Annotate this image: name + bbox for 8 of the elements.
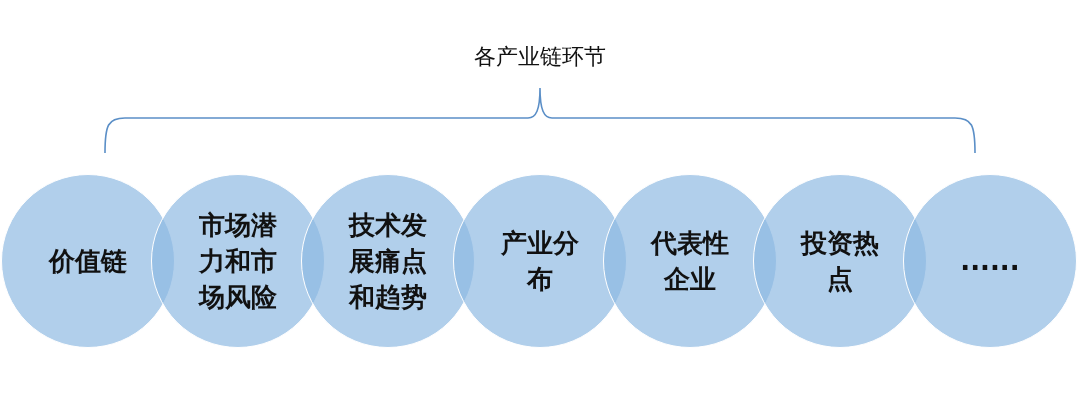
stage-label: 市场潜力和市场风险: [197, 209, 278, 314]
stage-label: 技术发展痛点和趋势: [347, 209, 428, 314]
stage-label: 产业分布: [500, 227, 580, 296]
stage-label: ......: [959, 245, 1021, 278]
stage-label: 投资热点: [799, 227, 880, 296]
title: 各产业链环节: [473, 43, 607, 71]
stage-label: 价值链: [47, 245, 128, 278]
stage-label: 代表性企业: [649, 227, 730, 296]
